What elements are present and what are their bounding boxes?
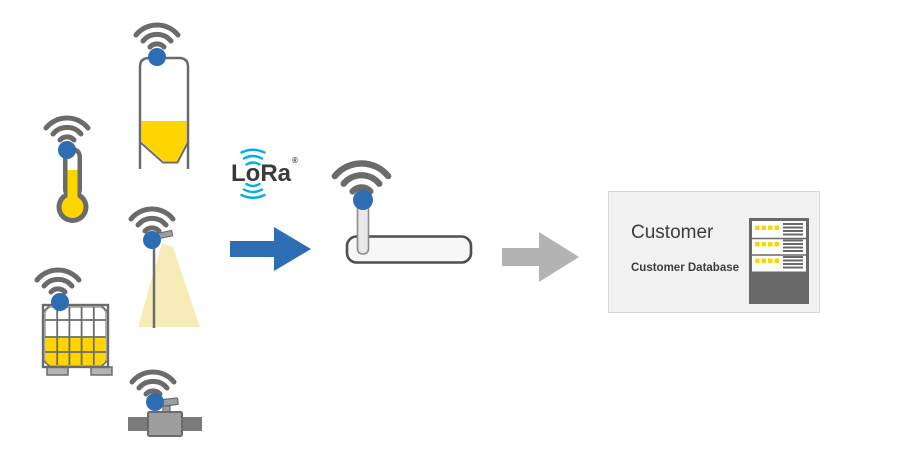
server-row: [755, 223, 803, 236]
sensor-node-dot: [51, 293, 69, 311]
valve-icon: [128, 397, 202, 437]
sensor-ibc-container: [34, 267, 113, 376]
customer-card: Customer Customer Database: [608, 191, 820, 313]
lora-waves-icon: [240, 148, 266, 199]
wifi-icon: [128, 206, 176, 234]
server-icon: [749, 218, 809, 304]
sensor-valve: [128, 369, 202, 437]
silo-icon: [138, 56, 190, 169]
arrow-right-gray-icon: [502, 232, 579, 282]
sensor-node-dot: [148, 48, 166, 66]
wifi-icon: [34, 267, 82, 295]
server-row: [755, 256, 803, 269]
lora-gateway: [331, 160, 473, 264]
lora-gateway-icon: [345, 201, 473, 264]
customer-subtitle: Customer Database: [631, 262, 740, 274]
server-row: [755, 239, 803, 252]
sensor-silo: [133, 22, 190, 169]
gateway-antenna-dot: [353, 190, 373, 210]
sensor-street-light: [128, 206, 200, 328]
wifi-icon: [331, 160, 392, 195]
ibc-container-icon: [41, 303, 113, 376]
arrow-right-blue-icon: [230, 227, 311, 271]
wifi-icon: [129, 369, 177, 397]
lora-trademark: ®: [292, 156, 298, 165]
customer-title: Customer: [631, 222, 714, 243]
sensor-node-dot: [146, 393, 164, 411]
sensor-node-dot: [58, 141, 76, 159]
thermometer-icon: [56, 147, 89, 223]
sensor-node-dot: [143, 231, 161, 249]
lora-logo: LoRa ®: [231, 148, 298, 199]
wifi-icon: [133, 22, 181, 50]
wifi-icon: [43, 115, 91, 143]
lora-label: LoRa: [231, 160, 292, 187]
sensor-thermometer: [43, 115, 91, 223]
